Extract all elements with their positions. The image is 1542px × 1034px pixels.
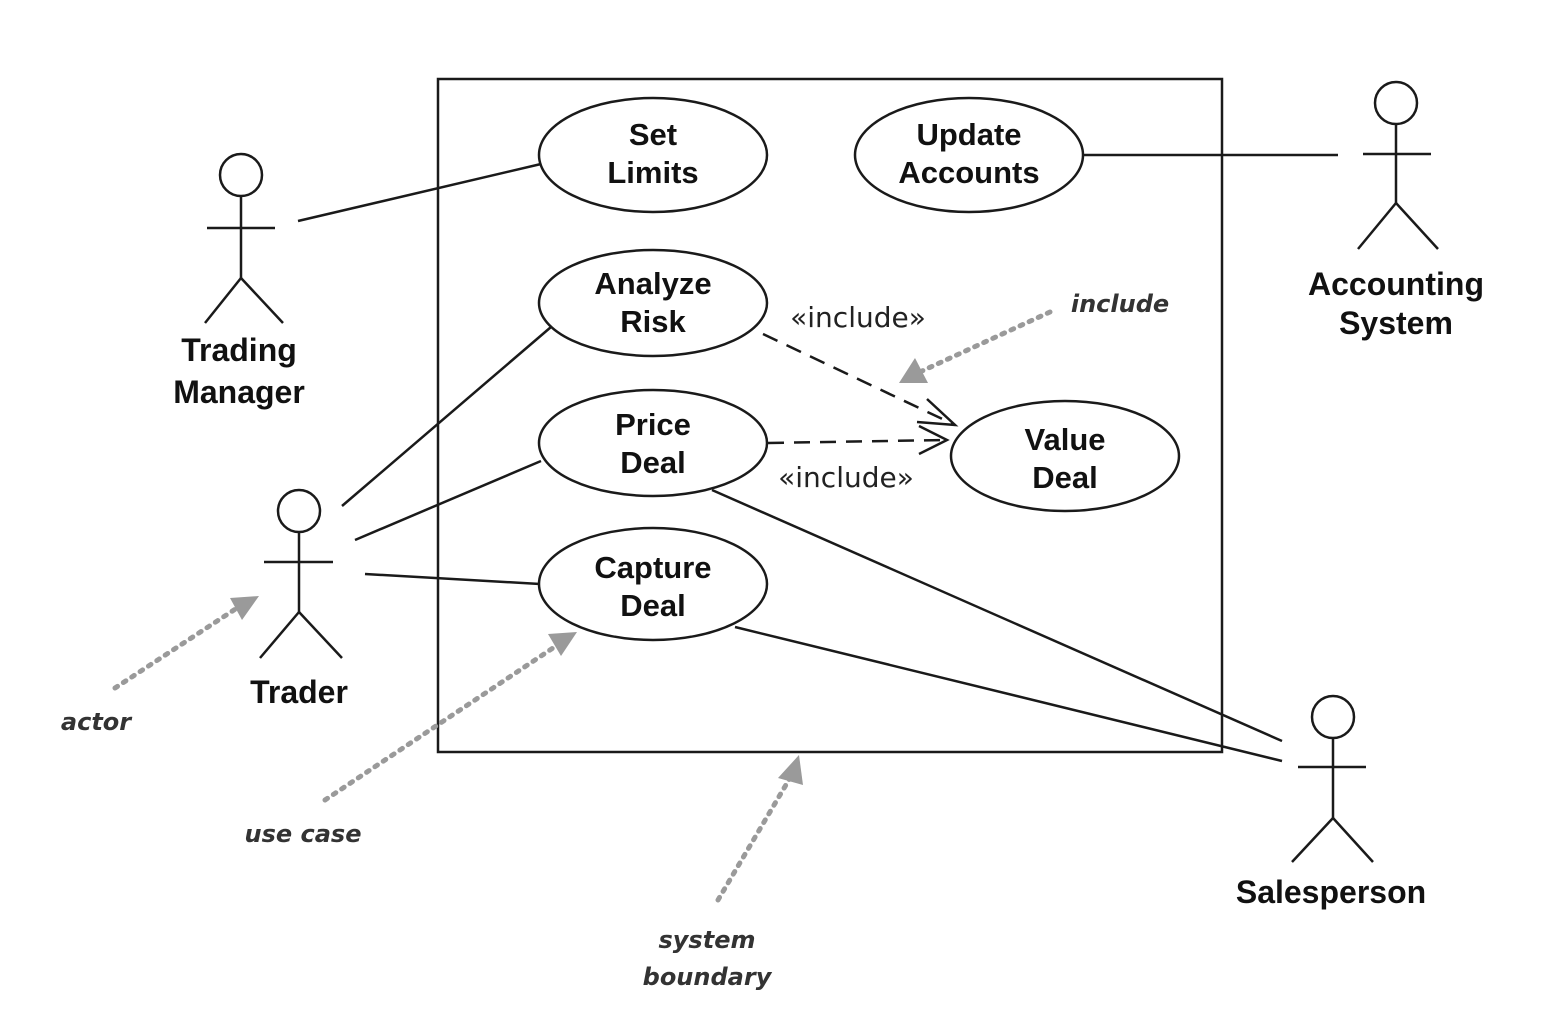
actor-label: Trader xyxy=(250,674,348,710)
actor-label: Accounting xyxy=(1308,266,1484,302)
use-case-label: Set xyxy=(629,117,677,152)
actor-label: System xyxy=(1339,305,1453,341)
use-case-label: Price xyxy=(615,407,691,442)
actor-salesperson[interactable]: Salesperson xyxy=(1236,694,1426,910)
actor-figure xyxy=(259,488,343,659)
use-case-capture-deal[interactable]: Capture Deal xyxy=(537,526,769,642)
system-boundary-box xyxy=(436,77,1224,754)
annotation-system-boundary-label: system xyxy=(659,926,756,954)
annotation-include-label: include xyxy=(1071,290,1169,318)
annotation-system-boundary-label: boundary xyxy=(643,963,773,991)
actor-trader[interactable]: Trader xyxy=(250,488,348,710)
use-case-label: Deal xyxy=(1032,460,1097,495)
use-case-analyze-risk[interactable]: Analyze Risk xyxy=(537,248,769,358)
use-case-label: Deal xyxy=(620,588,685,623)
association-trader-price-deal xyxy=(354,459,542,542)
use-case-label: Analyze xyxy=(594,266,711,301)
annotation-include-pointer xyxy=(899,309,1053,383)
use-case-value-deal[interactable]: Value Deal xyxy=(949,399,1181,513)
use-case-label: Risk xyxy=(620,304,686,339)
use-case-label: Update xyxy=(916,117,1021,152)
association-trader-capture-deal xyxy=(364,572,541,586)
annotation-use-case-pointer xyxy=(322,632,577,803)
association-trading-manager-set-limits xyxy=(297,162,542,223)
actor-trading-manager[interactable]: Trading Manager xyxy=(173,152,305,410)
use-case-set-limits[interactable]: Set Limits xyxy=(537,96,769,214)
actor-figure xyxy=(1357,80,1439,250)
use-case-label: Accounts xyxy=(898,155,1039,190)
use-case-label: Value xyxy=(1025,422,1106,457)
use-case-price-deal[interactable]: Price Deal xyxy=(537,388,769,498)
include-label-lower: «include» xyxy=(778,461,914,494)
include-dependency-analyze-risk xyxy=(762,332,959,427)
use-case-label: Capture xyxy=(594,550,711,585)
association-capture-deal-salesperson xyxy=(734,625,1283,763)
use-case-update-accounts[interactable]: Update Accounts xyxy=(853,96,1085,214)
actor-figure xyxy=(1291,694,1374,863)
use-case-label: Limits xyxy=(607,155,698,190)
include-dependency-price-deal xyxy=(767,424,950,456)
association-trader-analyze-risk xyxy=(341,326,552,507)
actor-label: Manager xyxy=(173,374,305,410)
annotation-system-boundary-pointer xyxy=(715,755,803,903)
use-case-label: Deal xyxy=(620,445,685,480)
annotation-actor-label: actor xyxy=(61,708,133,736)
actor-label: Salesperson xyxy=(1236,874,1426,910)
actor-figure xyxy=(204,152,284,324)
annotation-actor-pointer xyxy=(112,596,259,691)
actor-accounting-system[interactable]: Accounting System xyxy=(1308,80,1484,341)
association-price-deal-salesperson xyxy=(711,488,1283,743)
annotation-use-case-label: use case xyxy=(245,820,362,848)
actor-label: Trading xyxy=(181,332,297,368)
include-label-upper: «include» xyxy=(790,301,926,334)
